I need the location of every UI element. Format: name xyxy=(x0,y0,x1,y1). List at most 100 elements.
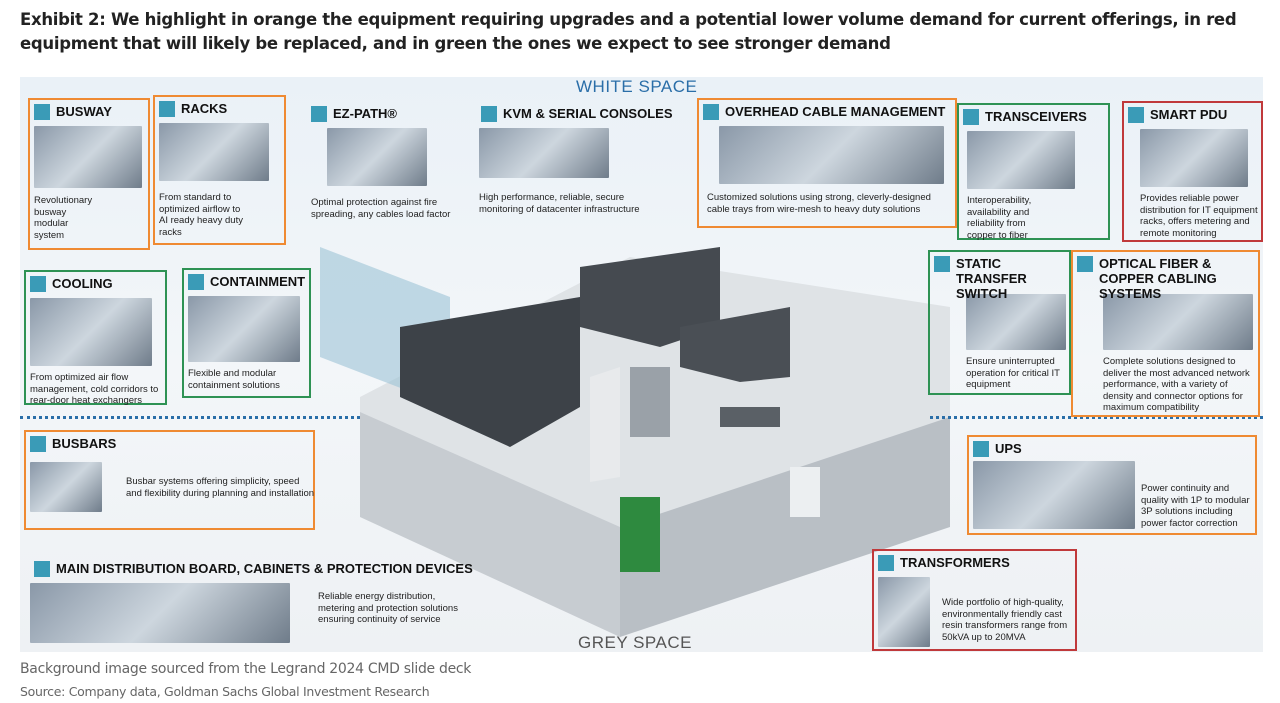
section-ezpath: Optimal protection against fire spreadin… xyxy=(305,100,455,223)
section-title: STATIC TRANSFER SWITCH xyxy=(956,256,1027,301)
ups-product-image xyxy=(973,461,1135,529)
section-description: From optimized air flow management, cold… xyxy=(30,372,159,406)
section-ups: Power continuity and quality with 1P to … xyxy=(967,435,1257,535)
racks-product-image xyxy=(159,123,269,181)
grey-space-label: GREY SPACE xyxy=(578,633,692,652)
section-header: RACKS xyxy=(159,101,227,117)
section-header: OVERHEAD CABLE MANAGEMENT xyxy=(703,104,945,120)
section-overhead: Customized solutions using strong, cleve… xyxy=(697,98,957,228)
square-bullet-icon xyxy=(159,101,175,117)
section-header: UPS xyxy=(973,441,1022,457)
section-title: COOLING xyxy=(52,276,113,291)
section-sts: Ensure uninterrupted operation for criti… xyxy=(928,250,1071,395)
source-note: Source: Company data, Goldman Sachs Glob… xyxy=(20,684,430,699)
section-description: Power continuity and quality with 1P to … xyxy=(1141,483,1250,529)
section-header: TRANSFORMERS xyxy=(878,555,1010,571)
sts-product-image xyxy=(966,294,1066,350)
section-header: BUSBARS xyxy=(30,436,116,452)
section-title: TRANSCEIVERS xyxy=(985,109,1087,124)
section-mdb: Reliable energy distribution, metering a… xyxy=(28,555,473,645)
square-bullet-icon xyxy=(34,561,50,577)
white-space-label: WHITE SPACE xyxy=(576,77,698,96)
ezpath-product-image xyxy=(327,128,427,186)
smartpdu-product-image xyxy=(1140,129,1248,187)
desk xyxy=(720,407,780,427)
square-bullet-icon xyxy=(1077,256,1093,272)
cabinet xyxy=(630,367,670,437)
rack-row-3 xyxy=(680,307,790,382)
section-header: COOLING xyxy=(30,276,113,292)
square-bullet-icon xyxy=(30,276,46,292)
grey-space-wall-left xyxy=(360,412,620,637)
section-header: BUSWAY xyxy=(34,104,112,120)
section-description: Wide portfolio of high-quality, environm… xyxy=(942,597,1068,643)
busway-product-image xyxy=(34,126,142,188)
section-title: OPTICAL FIBER & COPPER CABLING SYSTEMS xyxy=(1099,256,1217,301)
section-title: BUSBARS xyxy=(52,436,117,451)
ups-unit xyxy=(790,467,820,517)
square-bullet-icon xyxy=(973,441,989,457)
section-header: KVM & SERIAL CONSOLES xyxy=(481,106,673,122)
section-kvm: High performance, reliable, secure monit… xyxy=(475,100,673,230)
partition xyxy=(590,367,620,482)
transformers-product-image xyxy=(878,577,930,647)
busbars-product-image xyxy=(30,462,102,512)
section-optical: Complete solutions designed to deliver t… xyxy=(1071,250,1260,417)
section-description: Optimal protection against fire spreadin… xyxy=(311,197,451,220)
section-header: SMART PDU xyxy=(1128,107,1227,123)
section-transformers: Wide portfolio of high-quality, environm… xyxy=(872,549,1077,651)
datacenter-illustration xyxy=(320,247,950,637)
section-title: MAIN DISTRIBUTION BOARD, CABINETS & PROT… xyxy=(56,561,473,576)
square-bullet-icon xyxy=(703,104,719,120)
section-description: High performance, reliable, secure monit… xyxy=(479,192,640,215)
section-busway: Revolutionary busway modular system BUSWA… xyxy=(28,98,150,250)
space-divider-left xyxy=(20,416,360,419)
section-description: Busbar systems offering simplicity, spee… xyxy=(126,476,315,499)
section-header: MAIN DISTRIBUTION BOARD, CABINETS & PROT… xyxy=(34,561,473,577)
image-caption: Background image sourced from the Legran… xyxy=(20,661,472,677)
section-containment: Flexible and modular containment solutio… xyxy=(182,268,311,398)
section-header: TRANSCEIVERS xyxy=(963,109,1087,125)
section-description: Interoperability, availability and relia… xyxy=(967,195,1032,241)
section-description: Flexible and modular containment solutio… xyxy=(188,368,280,391)
transceivers-product-image xyxy=(967,131,1075,189)
kvm-product-image xyxy=(479,128,609,178)
section-description: Customized solutions using strong, cleve… xyxy=(707,192,931,215)
cooling-product-image xyxy=(30,298,152,366)
section-smartpdu: Provides reliable power distribution for… xyxy=(1122,101,1263,242)
section-title: EZ-PATH® xyxy=(333,106,397,121)
section-header: OPTICAL FIBER & COPPER CABLING SYSTEMS xyxy=(1077,256,1260,301)
square-bullet-icon xyxy=(30,436,46,452)
section-title: UPS xyxy=(995,441,1022,456)
section-title: KVM & SERIAL CONSOLES xyxy=(503,106,673,121)
section-title: BUSWAY xyxy=(56,104,112,119)
section-header: STATIC TRANSFER SWITCH xyxy=(934,256,1071,301)
transformer-unit xyxy=(620,497,660,572)
section-transceivers: Interoperability, availability and relia… xyxy=(957,103,1110,241)
section-title: RACKS xyxy=(181,101,228,116)
section-description: Revolutionary busway modular system xyxy=(34,195,93,241)
section-busbars: Busbar systems offering simplicity, spee… xyxy=(24,430,315,530)
section-description: Reliable energy distribution, metering a… xyxy=(318,591,458,625)
rack-row-1 xyxy=(400,297,580,447)
section-description: Provides reliable power distribution for… xyxy=(1140,193,1258,239)
overhead-product-image xyxy=(719,126,944,184)
containment-product-image xyxy=(188,296,300,362)
datacenter-diagram: WHITE SPACE GREY SPACE Revolutionary bus… xyxy=(20,77,1263,652)
section-header: CONTAINMENT xyxy=(188,274,305,290)
mdb-product-image xyxy=(30,583,290,643)
space-divider-right xyxy=(930,416,1263,419)
section-title: TRANSFORMERS xyxy=(900,555,1010,570)
section-description: From standard to optimized airflow to AI… xyxy=(159,192,243,238)
exhibit-title: Exhibit 2: We highlight in orange the eq… xyxy=(20,10,1237,53)
square-bullet-icon xyxy=(963,109,979,125)
section-title: SMART PDU xyxy=(1150,107,1228,122)
section-description: Complete solutions designed to deliver t… xyxy=(1103,356,1250,413)
square-bullet-icon xyxy=(934,256,950,272)
square-bullet-icon xyxy=(878,555,894,571)
optical-product-image xyxy=(1103,294,1253,350)
square-bullet-icon xyxy=(188,274,204,290)
section-cooling: From optimized air flow management, cold… xyxy=(24,270,167,406)
square-bullet-icon xyxy=(34,104,50,120)
grey-space-wall-right xyxy=(620,417,950,637)
